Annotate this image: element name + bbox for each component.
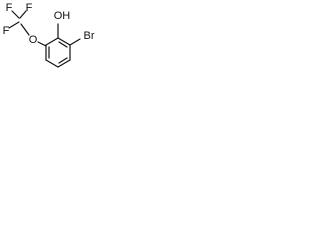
- bond-oxygen-ring: [37, 41, 47, 47]
- atom-label-bromine: Br: [84, 30, 95, 42]
- atom-label-hydroxyl: OH: [54, 10, 71, 22]
- bond-ring-bromine: [69, 38, 81, 46]
- ring-bond-c6-c1: [45, 37, 59, 46]
- ring-bond-c3-c4: [57, 59, 71, 68]
- chemical-structure-canvas: F F F O OH Br: [0, 0, 101, 88]
- ring-double-c3-c4: [58, 57, 68, 64]
- molecule-diagram: F F F O OH Br: [3, 2, 95, 68]
- ring-bond-c1-c2: [57, 37, 71, 46]
- bond-ftl-cf3: [11, 10, 20, 19]
- atom-label-oxygen: O: [29, 34, 38, 46]
- atom-label-f-top-left: F: [6, 2, 13, 14]
- ring-double-c1-c2: [58, 41, 68, 48]
- bond-fl-cf3: [8, 21, 20, 29]
- ring-bond-c4-c5: [45, 59, 59, 68]
- atom-label-f-top-right: F: [26, 2, 33, 14]
- bond-cf3-oxygen: [20, 23, 30, 36]
- bond-ftr-cf3: [19, 10, 27, 19]
- atom-label-f-left: F: [3, 25, 10, 37]
